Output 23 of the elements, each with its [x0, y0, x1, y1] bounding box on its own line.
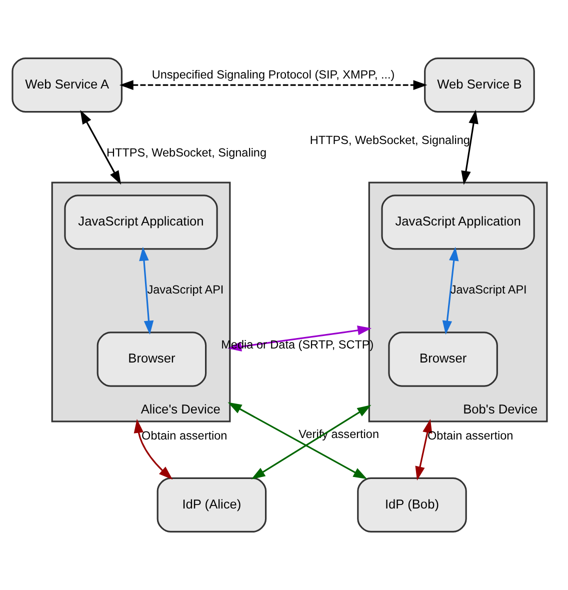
node-box: IdP (Bob) — [357, 477, 467, 533]
edge-label: HTTPS, WebSocket, Signaling — [310, 134, 470, 148]
node-box: Browser — [388, 332, 498, 387]
edge-label: Unspecified Signaling Protocol (SIP, XMPP, ...) — [152, 68, 395, 82]
arrow — [134, 418, 173, 480]
node-box: Web Service A — [12, 57, 123, 113]
arrow — [228, 402, 368, 480]
arrow — [442, 246, 459, 335]
node-box: JavaScript Application — [381, 194, 535, 250]
node-box: JavaScript Application — [64, 194, 218, 250]
edge-label: HTTPS, WebSocket, Signaling — [106, 146, 267, 160]
arrow — [461, 110, 478, 185]
arrow — [251, 404, 372, 480]
node-box: Browser — [96, 332, 207, 387]
arrow — [119, 80, 428, 90]
arrow — [139, 246, 154, 335]
node-box: IdP (Alice) — [156, 477, 267, 533]
edge-label: Obtain assertion — [428, 429, 514, 442]
node-box: Web Service B — [424, 57, 535, 113]
edge-label: Obtain assertion — [142, 429, 228, 442]
arrow — [415, 419, 432, 480]
arrow — [80, 110, 122, 185]
edge-label: JavaScript API — [147, 284, 224, 297]
